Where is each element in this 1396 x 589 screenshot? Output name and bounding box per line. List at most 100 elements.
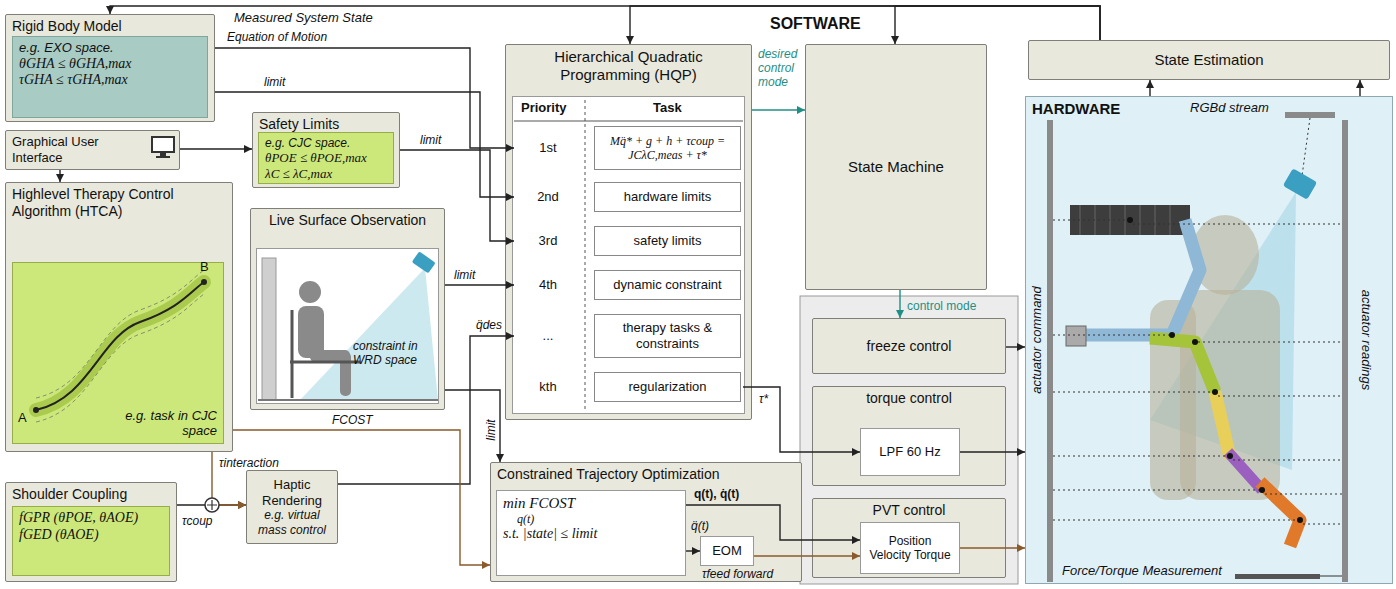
node-text: torque control	[819, 390, 999, 407]
node-text: EOM	[712, 543, 742, 559]
node-text: Live Surface Observation	[257, 212, 438, 229]
annotation: Force/Torque Measurement	[1062, 563, 1222, 579]
node-text: 4th	[518, 270, 578, 300]
node-text: Mq̈* + g + h + τcoup = JCλC,meas + τ*	[594, 126, 741, 170]
connector	[630, 6, 1100, 44]
connector	[899, 290, 900, 318]
connector	[445, 390, 500, 462]
priority-row: 4th dynamic constraint	[514, 270, 743, 300]
module-box: Shoulder CouplingfGPR (θPOE, θAOE)fGED (…	[5, 482, 177, 582]
node-text: fGED (θAOE)	[19, 527, 163, 544]
edge-label: limit	[418, 133, 443, 147]
edge-label: q̈des	[474, 318, 504, 332]
node-text: e.g. CJC space.	[265, 136, 387, 150]
connector	[233, 430, 490, 565]
node-text: e.g. EXO space.	[19, 40, 201, 56]
node-text: θPOE ≤ θPOE,max	[265, 150, 387, 166]
node-text: constraint in WRD space	[353, 339, 437, 368]
node-text: Haptic Rendering	[253, 477, 331, 508]
node-text: e.g. virtual mass control	[253, 508, 331, 537]
priority-row: 2ndhardware limits	[514, 182, 743, 212]
node-text: τGHA ≤ τGHA,max	[19, 72, 201, 89]
module-box: Constrained Trajectory Optimization min F…	[490, 462, 802, 582]
node-text: hardware limits	[594, 182, 741, 212]
node-text: PVT control	[819, 502, 999, 519]
node-text: θGHA ≤ θGHA,max	[19, 56, 201, 73]
edge-label: q̈(t)	[689, 519, 711, 533]
connector	[180, 148, 252, 149]
connector	[1149, 80, 1150, 96]
node-text: Graphical User Interface	[12, 134, 173, 165]
module-box: State Machine	[805, 44, 987, 290]
edge-label: limit	[452, 268, 477, 282]
edge-label: FCOST	[330, 413, 375, 427]
node-text: kth	[518, 372, 578, 402]
inner-box: Position Velocity Torque	[860, 522, 960, 574]
edge-label: q(t), q̇(t)	[692, 487, 741, 501]
control-panel	[800, 296, 1018, 584]
connector	[1006, 346, 1025, 347]
module-box: Graphical User Interface	[5, 130, 180, 170]
node-text: ...	[518, 314, 578, 358]
edge-label: control mode	[905, 299, 978, 313]
inner-box: min FCOSTq(t)s.t. |state| ≤ limit	[496, 490, 686, 576]
module-box: Hierarchical Quadratic Programming (HQP)…	[505, 44, 752, 420]
node-text: Highlevel Therapy Control Algorithm (HTC…	[12, 186, 226, 220]
node-text: therapy tasks & constraints	[594, 314, 741, 358]
node-text: Constrained Trajectory Optimization	[497, 466, 795, 483]
edge-label: Equation of Motion	[225, 30, 329, 44]
module-box: Haptic Renderinge.g. virtual mass contro…	[246, 470, 338, 544]
priority-row: 3rd safety limits	[514, 226, 743, 256]
edge-label: τinteraction	[217, 456, 281, 470]
diagram-title: SOFTWARE	[770, 14, 861, 33]
connector	[686, 550, 700, 551]
module-box: torque controlLPF 60 Hz	[812, 386, 1006, 486]
node-text: 1st	[518, 126, 578, 170]
edge-label: desired control mode	[756, 48, 808, 89]
connector	[445, 284, 514, 285]
module-box: Rigid Body Modele.g. EXO space.θGHA ≤ θG…	[5, 14, 215, 122]
space-box: e.g. EXO space.θGHA ≤ θGHA,maxτGHA ≤ τGH…	[12, 36, 208, 118]
node-text: Safety Limits	[259, 116, 393, 133]
connector	[752, 109, 805, 110]
node-text: 3rd	[518, 226, 578, 256]
inner-box: EOM	[700, 536, 754, 566]
annotation: actuator command	[1029, 286, 1045, 394]
module-box: State Estimation	[1028, 40, 1390, 80]
annotation: RGBd stream	[1190, 100, 1269, 116]
edge-label: τcoup	[180, 514, 215, 528]
connector	[960, 547, 1025, 548]
edge-label: limit	[262, 75, 287, 89]
priority-row: kth regularization	[514, 372, 743, 402]
module-box: Safety Limitse.g. CJC space.θPOE ≤ θPOE,…	[252, 112, 400, 188]
inner-box: Priority Task 1st Mq̈* + g + h + τcoup = JC…	[512, 96, 745, 414]
connector	[895, 6, 1100, 44]
annotation: A	[18, 410, 27, 426]
node-text: State Estimation	[1154, 51, 1263, 69]
node-text: regularization	[594, 372, 741, 402]
node-text: fGPR (θPOE, θAOE)	[19, 510, 163, 527]
priority-row: 1st Mq̈* + g + h + τcoup = JCλC,meas + τ*	[514, 126, 743, 170]
node-text: dynamic constraint	[594, 270, 741, 300]
node-text: e.g. task in CJC space	[99, 408, 217, 439]
node-text: State Machine	[848, 158, 944, 176]
edge-label: τfeed forward	[700, 567, 775, 581]
module-box: PVT controlPosition Velocity Torque	[812, 498, 1006, 578]
connector	[215, 92, 514, 197]
node-text: Position Velocity Torque	[867, 534, 953, 563]
node-text: Hierarchical Quadratic Programming (HQP)	[512, 48, 745, 84]
connector	[960, 451, 1025, 452]
node-text: LPF 60 Hz	[879, 444, 940, 460]
space-box: e.g. CJC space.θPOE ≤ θPOE,maxλC ≤ λC,ma…	[258, 132, 394, 184]
node-text: λC ≤ λC,max	[265, 166, 387, 182]
connector	[59, 170, 60, 182]
node-text: Task	[653, 100, 682, 116]
node-text: s.t. |state| ≤ limit	[503, 526, 679, 543]
sum-junction	[205, 498, 219, 512]
priority-row: ... therapy tasks & constraints	[514, 314, 743, 358]
edge-label: τ*	[757, 392, 770, 406]
node-text: Priority	[521, 100, 567, 116]
annotation: actuator readings	[1358, 290, 1374, 390]
node-text: Rigid Body Model	[12, 18, 208, 35]
node-text: safety limits	[594, 226, 741, 256]
